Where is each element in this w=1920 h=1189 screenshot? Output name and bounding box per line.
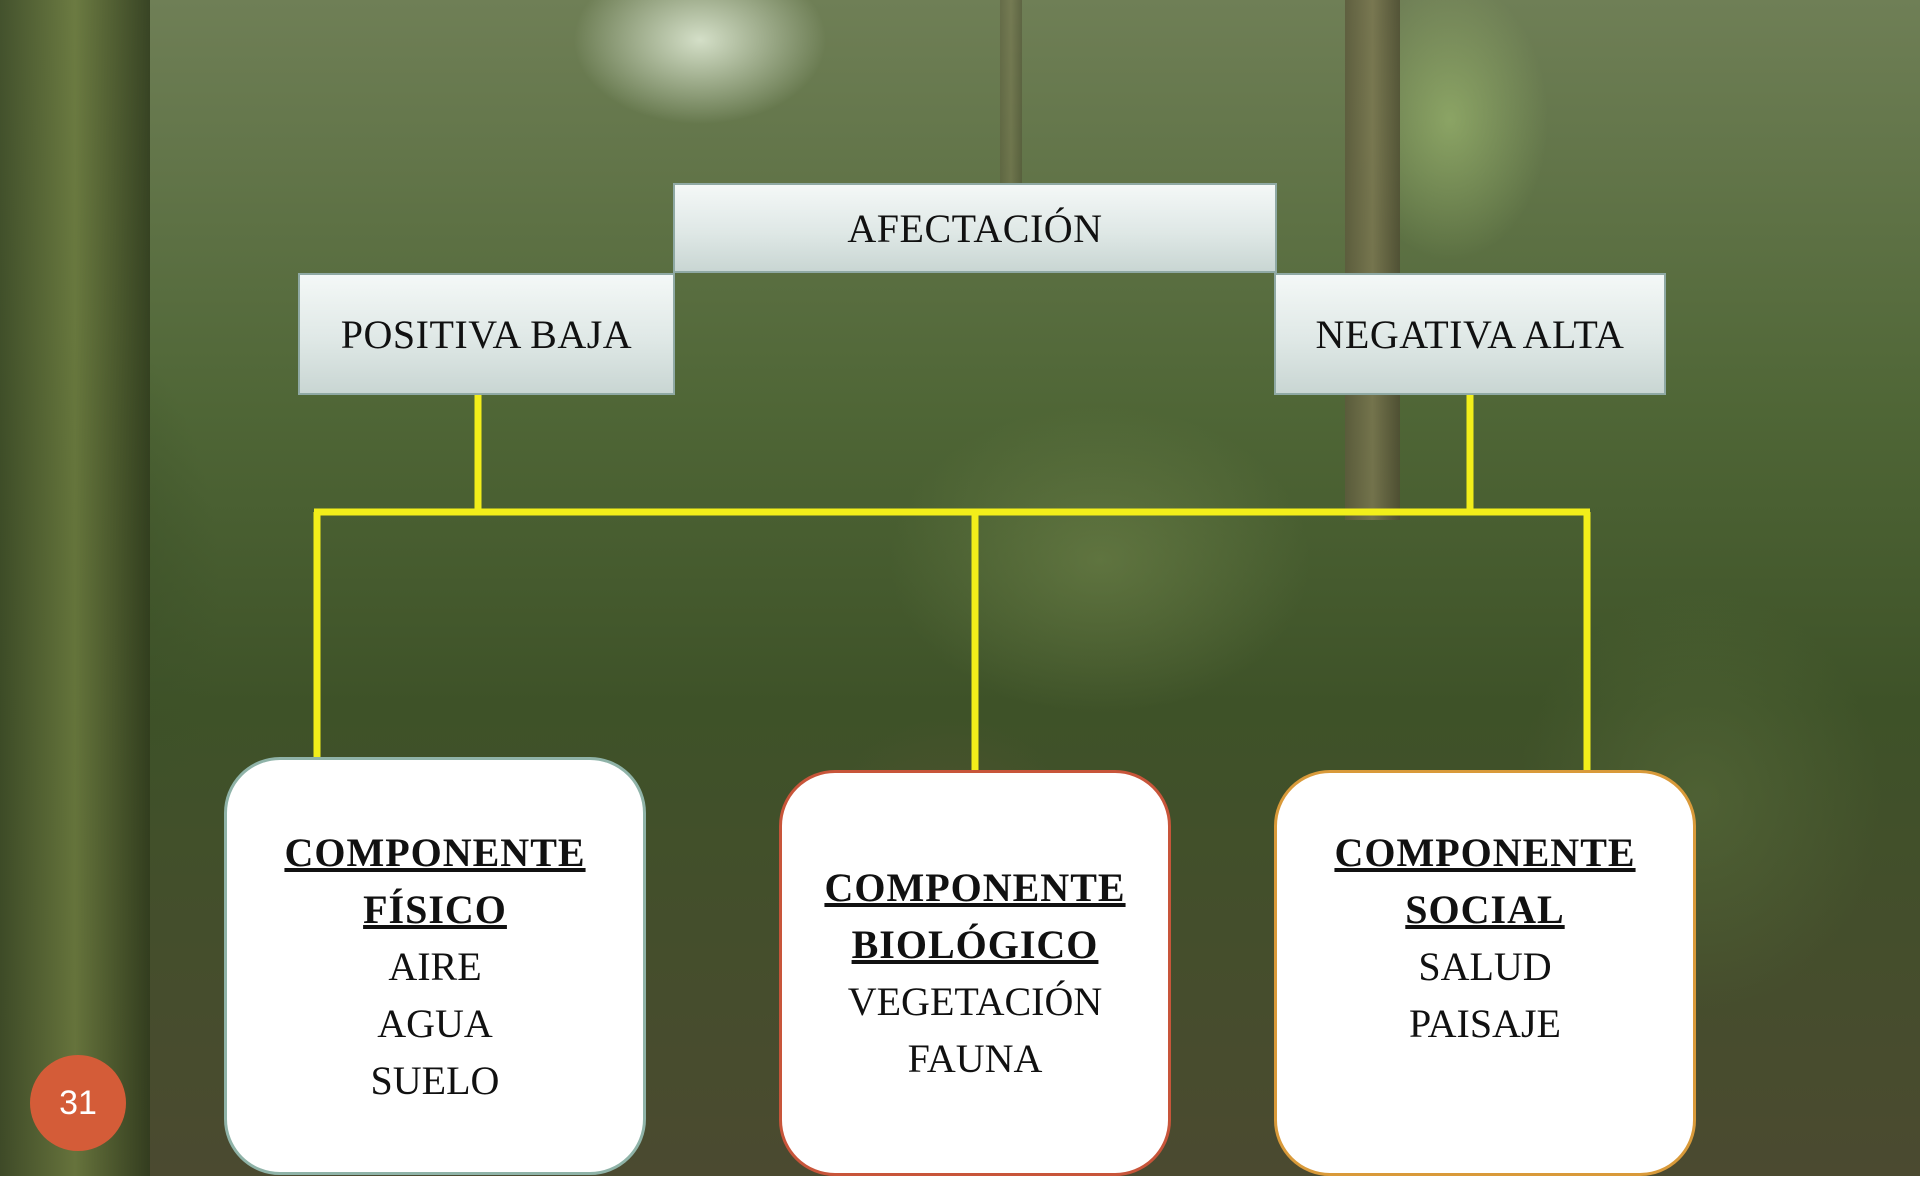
component-title-line2: FÍSICO [363, 886, 507, 932]
component-item: AGUA [377, 1000, 493, 1046]
component-item: VEGETACIÓN [847, 979, 1103, 1024]
component-item: AIRE [388, 943, 482, 989]
component-title-line1: COMPONENTE [284, 829, 586, 875]
tree-trunk-left [0, 0, 150, 1176]
component-item: PAISAJE [1409, 1001, 1561, 1046]
branch-label-right: NEGATIVA ALTA [1315, 311, 1625, 357]
component-title-line1: COMPONENTE [824, 865, 1126, 910]
component-item: SALUD [1418, 944, 1552, 989]
page-number: 31 [59, 1083, 97, 1122]
component-item: SUELO [370, 1057, 500, 1103]
branch-label-left: POSITIVA BAJA [340, 311, 633, 357]
connector-group [313, 395, 1591, 772]
root-node-label: AFECTACIÓN [847, 205, 1103, 251]
component-title-line2: SOCIAL [1405, 887, 1565, 932]
branch-node-positiva-baja: POSITIVA BAJA [298, 273, 675, 395]
component-card-social: COMPONENTE SOCIAL SALUD PAISAJE [1274, 770, 1696, 1176]
component-card-biologico: COMPONENTE BIOLÓGICO VEGETACIÓN FAUNA [779, 770, 1171, 1176]
component-title-line2: BIOLÓGICO [851, 922, 1099, 967]
component-item: FAUNA [907, 1036, 1043, 1081]
tree-trunk-right [1345, 0, 1400, 520]
component-card-fisico: COMPONENTE FÍSICO AIRE AGUA SUELO [224, 757, 646, 1175]
root-node-afectacion: AFECTACIÓN [673, 183, 1277, 273]
component-title-line1: COMPONENTE [1334, 830, 1636, 875]
page-number-badge: 31 [30, 1055, 126, 1151]
branch-node-negativa-alta: NEGATIVA ALTA [1274, 273, 1666, 395]
